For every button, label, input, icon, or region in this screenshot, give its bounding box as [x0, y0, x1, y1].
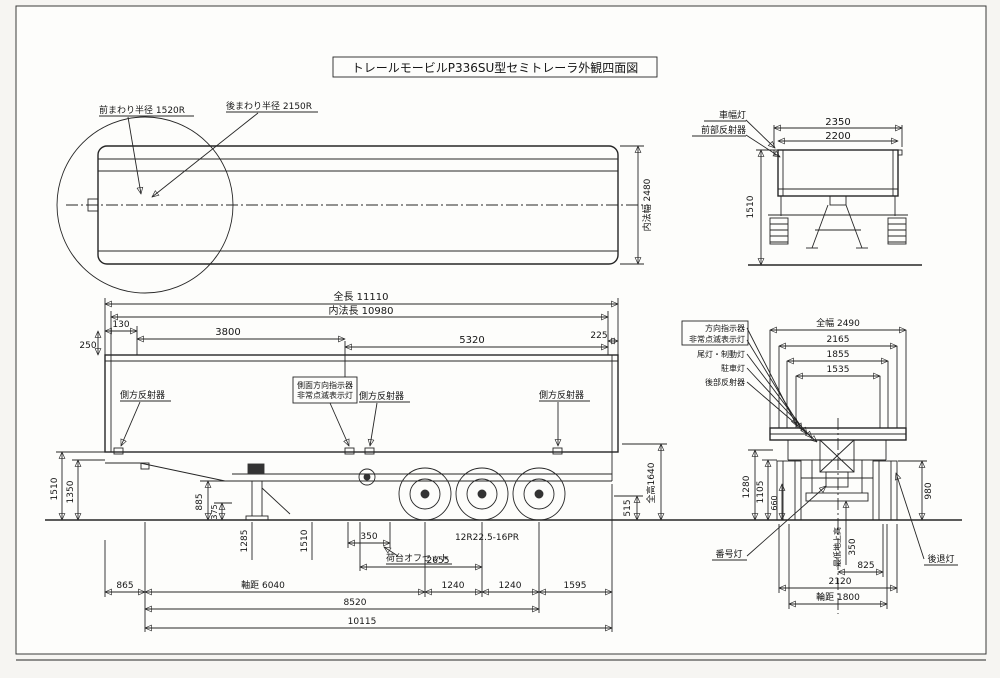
- rear-dim-660: 660: [770, 495, 779, 510]
- side-reflector-mid-label: 側方反射器: [359, 390, 404, 402]
- rear-dim-1105: 1105: [756, 481, 766, 504]
- overall-height-dim: 全高1640: [645, 462, 657, 503]
- number-plate: [825, 471, 849, 488]
- wheelbase-dim: 軸距 6040: [241, 579, 285, 591]
- span-rear-dim: 5320: [459, 335, 484, 346]
- side-reflector-mid-mark: [364, 447, 375, 455]
- title-block: トレールモービルP336SU型セミトレーラ外観四面図: [332, 56, 658, 78]
- side-dim-10115: 10115: [348, 617, 377, 627]
- drawing-title: トレールモービルP336SU型セミトレーラ外観四面図: [352, 61, 639, 75]
- front-right-spring: [887, 217, 907, 245]
- side-height-885-dim: 885: [195, 493, 205, 510]
- rear-offset-dim: 225: [590, 331, 607, 341]
- deck-offset-value-dim: 350: [360, 532, 377, 542]
- rear-dim-2120: 2120: [829, 577, 852, 587]
- side-indicator-line1: 側面方向指示器: [297, 380, 353, 390]
- axle-gap2-dim: 1240: [499, 581, 522, 591]
- rear-dim-825: 825: [857, 561, 874, 571]
- rear-dim-980: 980: [924, 482, 934, 499]
- side-reflector-front-label: 側方反射器: [120, 389, 165, 401]
- right-clearance-lamp: [897, 149, 903, 156]
- front-reflector-label: 前部反射器: [701, 124, 746, 136]
- side-height-375-dim: 375: [210, 504, 219, 519]
- kingpin-tab: [87, 198, 99, 212]
- ground-clearance-label: 最低地上高: [832, 527, 842, 567]
- reverse-lamp-label: 後退灯: [927, 553, 954, 565]
- rear-overhang-dim: 1595: [564, 581, 587, 591]
- side-dim-1285: 1285: [240, 530, 250, 553]
- plan-inner-width-dim: 内法幅 2480: [641, 178, 653, 231]
- side-indicator-mark: [344, 447, 355, 455]
- front-view: 車幅灯 前部反射器 2350 2200: [692, 109, 922, 266]
- side-body-outline: [104, 354, 619, 453]
- side-dim-515: 515: [623, 499, 633, 516]
- side-height-1350-dim: 1350: [66, 480, 76, 503]
- front-height-250-dim: 250: [79, 341, 96, 351]
- tire-size-label: 12R22.5-16PR: [455, 533, 519, 543]
- rear-dim-1535: 1535: [827, 365, 850, 375]
- hazard-lamp-label: 非常点滅表示灯: [689, 334, 745, 344]
- side-height-1510-dim: 1510: [50, 477, 60, 500]
- parking-lamp-label: 駐車灯: [721, 363, 745, 373]
- front-width-body-dim: 2200: [825, 131, 850, 142]
- rear-dim-1855: 1855: [827, 350, 850, 360]
- side-dim-2655: 2655: [427, 556, 450, 566]
- side-dim-865: 865: [116, 581, 133, 591]
- side-indicator-line2: 非常点滅表示灯: [297, 390, 353, 400]
- span-front-dim: 3800: [215, 327, 240, 338]
- track-dim: 輪距 1800: [816, 591, 860, 603]
- rear-bumper: [805, 492, 869, 502]
- axle-gap1-dim: 1240: [442, 581, 465, 591]
- side-wheels: [398, 467, 566, 521]
- rear-reflector-label: 後部反射器: [705, 377, 745, 387]
- front-width-overall-dim: 2350: [825, 117, 850, 128]
- front-radius-label: 前まわり半径 1520R: [99, 104, 185, 116]
- rear-overall-width-dim: 全幅 2490: [816, 317, 860, 329]
- inner-length-dim: 内法長 10980: [329, 304, 394, 317]
- side-dim-1510b: 1510: [300, 529, 310, 552]
- rear-view: 全幅 2490 2165 1855 1535 方向指示器 非常点滅表示灯 尾灯・…: [681, 317, 958, 614]
- side-reflector-rear-mark: [552, 447, 563, 455]
- side-dim-8520: 8520: [344, 598, 367, 608]
- rear-radius-label: 後まわり半径 2150R: [226, 100, 312, 112]
- overall-length-dim: 全長 11110: [334, 290, 389, 303]
- plan-view: 前まわり半径 1520R 後まわり半径 2150R 内法幅 2480: [56, 100, 653, 294]
- ground-clearance-value: 350: [848, 538, 858, 555]
- deck-offset-label: 荷台オフセット: [386, 552, 449, 564]
- front-height-dim: 1510: [746, 195, 756, 218]
- rear-dim-1280: 1280: [742, 475, 752, 498]
- turn-signal-label: 方向指示器: [705, 323, 745, 333]
- front-left-spring: [769, 217, 789, 245]
- rear-right-wheel: [872, 460, 898, 521]
- side-kingpin: [140, 462, 150, 470]
- side-reflector-front-mark: [113, 447, 124, 455]
- clearance-lamp-label: 車幅灯: [719, 109, 746, 121]
- rear-dim-2165: 2165: [827, 335, 850, 345]
- tail-stop-lamp-label: 尾灯・制動灯: [697, 349, 745, 359]
- side-reflector-rear-label: 側方反射器: [539, 389, 584, 401]
- side-indicator-box: [292, 376, 358, 404]
- front-offset-dim: 130: [112, 320, 129, 330]
- rear-indicator-box: [681, 320, 749, 346]
- side-view: 全長 11110 内法長 10980 130 250 3800 5320 225…: [50, 290, 667, 632]
- number-lamp-label: 番号灯: [715, 548, 742, 560]
- spare-hanger-detail: [358, 468, 376, 486]
